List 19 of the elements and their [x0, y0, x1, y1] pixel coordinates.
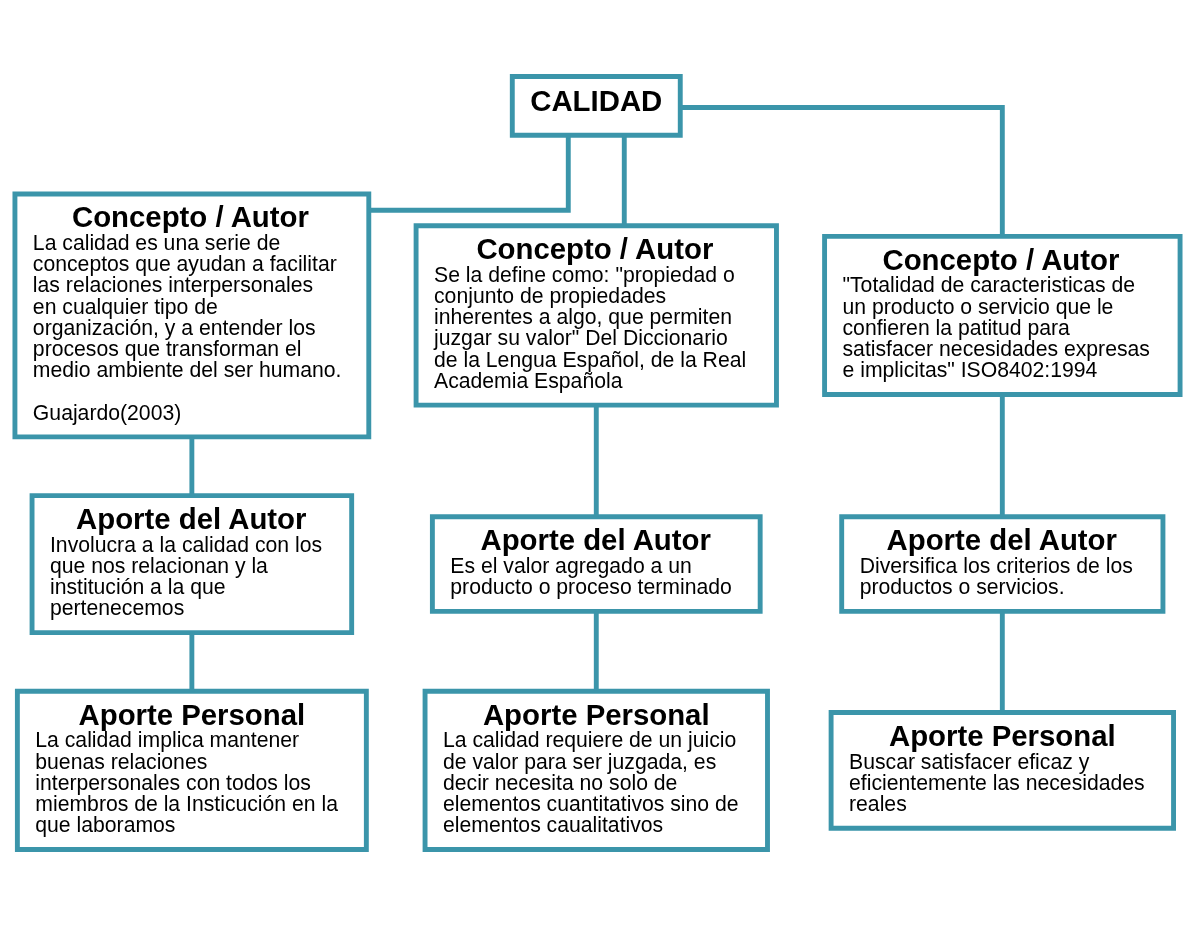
connector	[621, 134, 627, 226]
connector	[369, 135, 571, 213]
node-box: Aporte del Autor Es el valor agregado a un producto o proceso terminado	[429, 513, 763, 614]
node-box: Concepto / Autor La calidad es una serie de conceptos que ayudan a facilitar las relaciones interpersonales en cualquier tipo de organización, y a entender los procesos que transforman el medio ambiente del ser humano. Guajardo(2003)	[12, 191, 372, 439]
connector	[999, 394, 1005, 517]
node-box: Aporte Personal La calidad implica mantener buenas relaciones interpersonales con todos los miembros de la Insticución en la que laboramos	[14, 688, 369, 852]
connector	[189, 437, 195, 495]
node-box: Concepto / Autor Se la define como: "propiedad o conjunto de propiedades inherentes a algo, que permiten juzgar su valor" Del Diccionario de la Lengua Español, de la Real Academia Española	[413, 222, 779, 408]
node-box: Aporte Personal Buscar satisfacer eficaz y eficientemente las necesidades reales	[828, 709, 1176, 831]
node-box: Aporte Personal La calidad requiere de un juicio de valor para ser juzgada, es decir necesita no solo de elementos cuantitativos sino de elementos caualitativos	[422, 688, 770, 852]
node-box: Aporte del Autor Involucra a la calidad con los que nos relacionan y la institución a la que pertenecemos	[29, 492, 355, 635]
node-box: CALIDAD	[509, 73, 683, 138]
connector	[593, 404, 599, 516]
connector	[680, 104, 1005, 236]
connector	[593, 610, 599, 691]
node-box: Aporte del Autor Diversifica los criterios de los productos o servicios.	[839, 513, 1166, 614]
connector	[999, 610, 1005, 712]
connector	[189, 632, 195, 691]
node-box: Concepto / Autor "Totalidad de caracteristicas de un producto o servicio que le confieren la patitud para satisfacer necesidades expresas e implicitas" ISO8402:1994	[822, 233, 1183, 397]
